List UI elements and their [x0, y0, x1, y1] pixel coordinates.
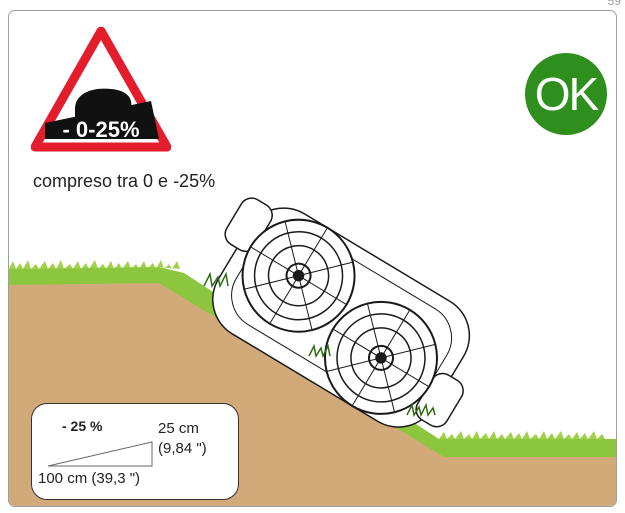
robotic-mower: [211, 197, 471, 428]
grass-tufts: [203, 271, 436, 418]
grass-blades-right: [439, 431, 616, 439]
slope-triangle: [47, 441, 153, 467]
grass-blades: [9, 260, 180, 269]
page-number: 59: [607, 0, 621, 8]
rise-cm: 25 cm: [158, 420, 199, 437]
run-length: 100 cm (39,3 "): [38, 470, 141, 487]
front-wheel: [323, 300, 438, 415]
slope-illustration-panel: - 0-25% compreso tra 0 e -25% OK - 25 % …: [8, 10, 617, 507]
rear-wheel: [241, 218, 356, 333]
slope-caption: compreso tra 0 e -25%: [33, 171, 216, 191]
warning-sign-text: - 0-25%: [62, 117, 139, 142]
rise-inches: (9,84 "): [158, 440, 207, 457]
slope-percent: - 25 %: [62, 418, 103, 434]
slope-warning-sign: - 0-25%: [31, 27, 171, 152]
rock-icon: [75, 88, 132, 117]
slope-info-box: - 25 % 25 cm (9,84 ") 100 cm (39,3 "): [31, 403, 239, 500]
slope-diagram: [47, 441, 153, 467]
ok-status-badge: OK: [525, 53, 607, 135]
